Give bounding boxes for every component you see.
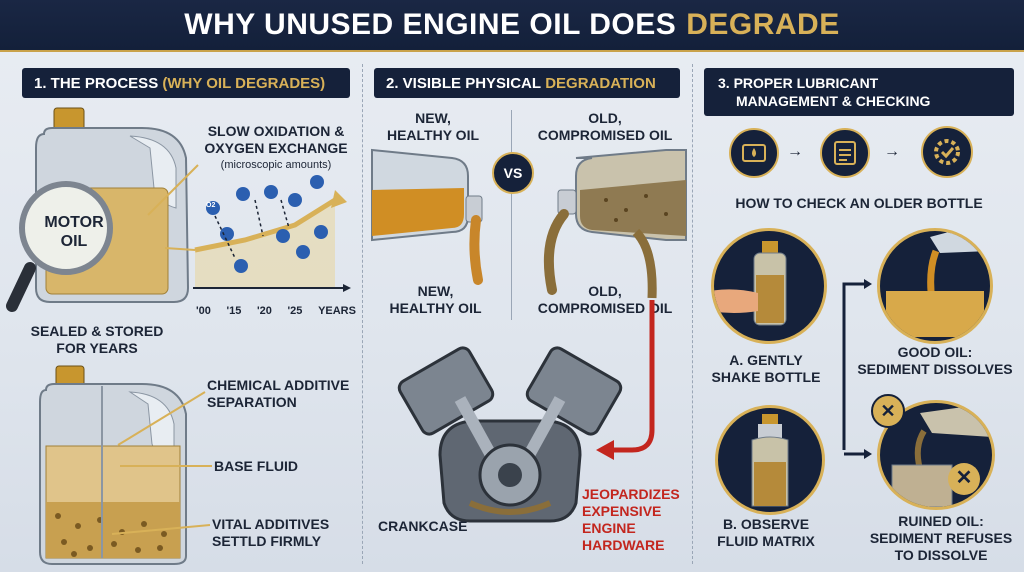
x-icon: ✕: [871, 394, 905, 428]
warning-label: JEOPARDIZES EXPENSIVE ENGINE HARDWARE: [582, 486, 692, 554]
vs-divider: [511, 110, 512, 320]
old-oil-pour: [543, 149, 687, 299]
tick-20: '20: [257, 305, 272, 317]
step-a-line2: SHAKE BOTTLE: [711, 369, 821, 385]
ruined-line3: TO DISSOLVE: [894, 547, 988, 563]
result-arrows: [842, 279, 872, 459]
step-b-label: B. OBSERVE FLUID MATRIX: [706, 516, 826, 550]
observe-bottle-circle: [715, 405, 825, 515]
arrow-icon: →: [787, 143, 803, 160]
oxidation-text: SLOW OXIDATION & OXYGEN EXCHANGE (micros…: [196, 123, 356, 174]
oxidation-line1: SLOW OXIDATION &: [207, 123, 345, 139]
section3-header: 3. PROPER LUBRICANT MANAGEMENT & CHECKIN…: [704, 68, 1014, 116]
motor-oil-line1: MOTOR: [44, 214, 104, 231]
additives-label: VITAL ADDITIVES SETTLD FIRMLY: [212, 516, 362, 550]
section1-header-prefix: 1. THE PROCESS: [34, 74, 159, 92]
new-bottom-line2: HEALTHY OIL: [389, 300, 482, 316]
new-top-line1: NEW,: [415, 110, 451, 126]
gear-check-icon: [921, 126, 973, 178]
divider-2: [692, 64, 693, 564]
separation-label: CHEMICAL ADDITIVE SEPARATION: [207, 377, 357, 411]
ruined-oil-circle: [877, 400, 995, 510]
oxidation-line2: OXYGEN EXCHANGE: [204, 140, 348, 156]
ruined-line2: SEDIMENT REFUSES: [869, 530, 1013, 546]
new-oil-top-label: NEW, HEALTHY OIL: [378, 110, 488, 144]
page-title: WHY UNUSED ENGINE OIL DOES DEGRADE: [0, 0, 1024, 52]
old-bottom-line1: OLD,: [588, 283, 622, 299]
base-fluid-label: BASE FLUID: [214, 458, 298, 474]
old-top-line1: OLD,: [588, 110, 622, 126]
new-top-line2: HEALTHY OIL: [386, 127, 480, 143]
warning-line3: ENGINE: [582, 520, 636, 536]
tick-15: '15: [226, 305, 242, 317]
motor-oil-line2: OIL: [60, 233, 88, 250]
good-line1: GOOD OIL:: [897, 344, 973, 360]
crankcase-label: CRANKCASE: [378, 518, 468, 534]
section2-header-accent: DEGRADATION: [545, 74, 656, 92]
warning-line4: HARDWARE: [582, 537, 665, 553]
title-accent: DEGRADE: [686, 8, 840, 41]
section2-header: 2. VISIBLE PHYSICAL DEGRADATION: [374, 68, 680, 98]
section1-header: 1. THE PROCESS (WHY OIL DEGRADES): [22, 68, 350, 98]
good-oil-label: GOOD OIL: SEDIMENT DISSOLVES: [855, 344, 1015, 378]
timeline-ticks: '00 '15 '20 '25 YEARS: [196, 305, 356, 317]
warning-arrow: [596, 300, 655, 460]
step-a-label: A. GENTLY SHAKE BOTTLE: [706, 352, 826, 386]
good-line2: SEDIMENT DISSOLVES: [857, 361, 1013, 377]
oxidation-note: (microscopic amounts): [220, 159, 332, 171]
leader-lines-s1: [111, 164, 212, 535]
new-bottom-line1: NEW,: [417, 283, 454, 299]
oil-jug-separated: [39, 365, 187, 565]
motor-oil-label: MOTOR OIL: [40, 213, 108, 251]
step-b-line1: B. OBSERVE: [722, 516, 810, 532]
tick-years: YEARS: [318, 305, 356, 317]
tick-25: '25: [287, 305, 303, 317]
old-bottom-line2: COMPROMISED OIL: [537, 300, 673, 316]
checklist-icon: [820, 128, 870, 178]
oxygen-molecule-label: O2: [206, 202, 216, 209]
ruined-oil-label: RUINED OIL: SEDIMENT REFUSES TO DISSOLVE: [866, 513, 1016, 564]
warning-line2: EXPENSIVE: [582, 503, 662, 519]
engine-illustration: [397, 346, 623, 523]
ruined-line1: RUINED OIL:: [898, 513, 984, 529]
new-oil-bottom-label: NEW, HEALTHY OIL: [378, 283, 493, 317]
separation-line1: CHEMICAL ADDITIVE: [207, 377, 350, 393]
additives-line2: SETTLD FIRMLY: [212, 533, 322, 549]
folder-oil-icon: [729, 128, 779, 178]
tick-00: '00: [196, 305, 211, 317]
arrow-icon-2: →: [884, 143, 900, 160]
vs-badge: VS: [492, 152, 534, 194]
section3-header-line1: 3. PROPER LUBRICANT: [718, 75, 879, 91]
section1-header-accent: (WHY OIL DEGRADES): [162, 74, 326, 92]
old-oil-bottom-label: OLD, COMPROMISED OIL: [525, 283, 685, 317]
section2-header-prefix: 2. VISIBLE PHYSICAL: [386, 74, 542, 92]
section3-header-line2: MANAGEMENT & CHECKING: [736, 93, 931, 109]
step-b-line2: FLUID MATRIX: [717, 533, 815, 549]
old-oil-top-label: OLD, COMPROMISED OIL: [530, 110, 680, 144]
old-top-line2: COMPROMISED OIL: [537, 127, 673, 143]
step-a-line1: A. GENTLY: [729, 352, 803, 368]
magnifier-icon: [6, 181, 113, 312]
divider-1: [362, 64, 363, 564]
sealed-line2: FOR YEARS: [56, 340, 138, 356]
new-oil-pour: [371, 148, 483, 285]
sealed-label: SEALED & STORED FOR YEARS: [22, 323, 172, 357]
sealed-line1: SEALED & STORED: [30, 323, 164, 339]
shake-bottle-circle: [711, 228, 827, 344]
title-main: WHY UNUSED ENGINE OIL DOES: [184, 8, 677, 41]
good-oil-circle: [877, 228, 993, 344]
x-icon-2: ✕: [955, 466, 973, 489]
additives-line1: VITAL ADDITIVES: [212, 516, 330, 532]
oxidation-chart: [164, 175, 351, 292]
check-title: HOW TO CHECK AN OLDER BOTTLE: [735, 195, 983, 211]
separation-line2: SEPARATION: [207, 394, 297, 410]
warning-line1: JEOPARDIZES: [582, 486, 680, 502]
